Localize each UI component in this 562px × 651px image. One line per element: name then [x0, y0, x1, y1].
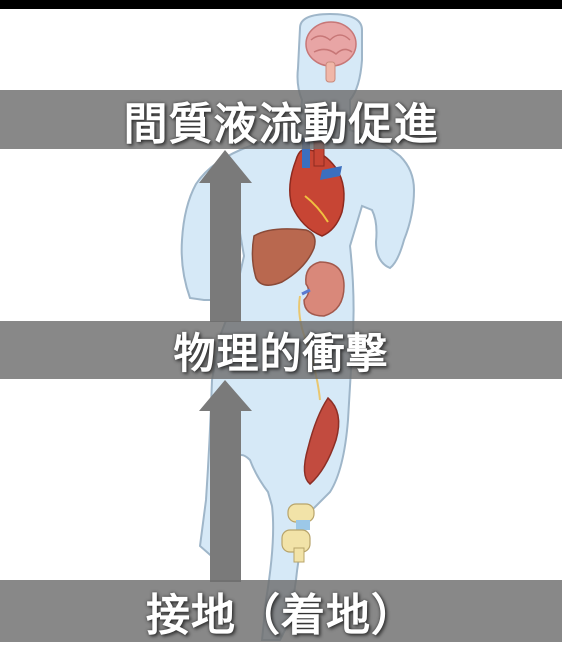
top-black-bar: [0, 0, 562, 9]
brain-icon: [305, 21, 357, 83]
label-band-bottom: 接地（着地）: [0, 580, 562, 642]
muscle-icon: [303, 396, 340, 485]
heart-icon: [289, 138, 345, 237]
label-band-top: 間質液流動促進: [0, 90, 562, 150]
up-arrow-icon: [199, 150, 252, 322]
liver-icon: [251, 228, 316, 286]
label-band-middle: 物理的衝撃: [0, 321, 562, 379]
physical-impact-label: 物理的衝撃: [173, 328, 389, 378]
ground-contact-label: 接地（着地）: [146, 590, 416, 641]
up-arrow-icon: [199, 380, 252, 582]
interstitial-flow-label: 間質液流動促進: [123, 98, 439, 150]
knee-joint-icon: [281, 503, 315, 563]
